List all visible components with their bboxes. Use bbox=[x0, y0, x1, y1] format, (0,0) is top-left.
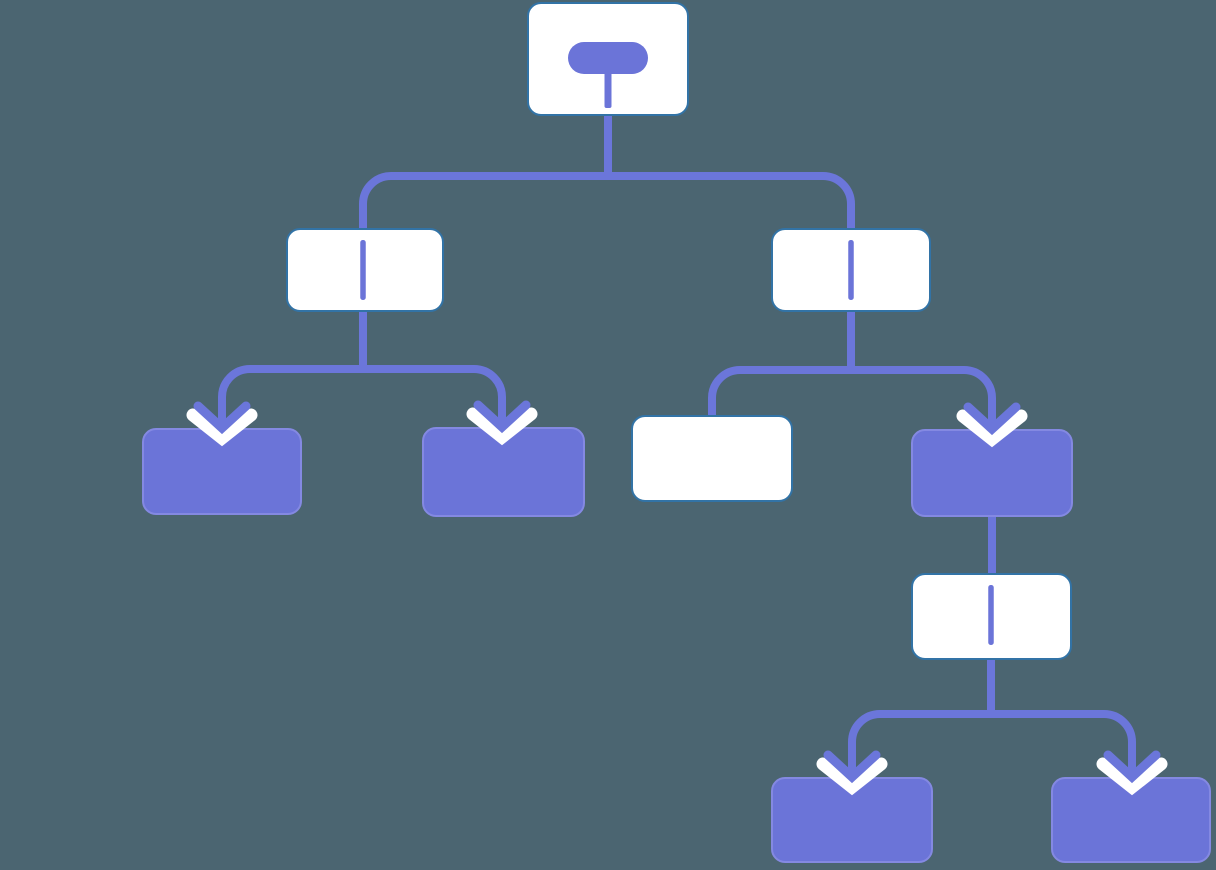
double-chevron-down-icon bbox=[1103, 750, 1161, 784]
double-chevron-down-icon bbox=[816, 757, 888, 796]
edge-branch-left-leaf-2 bbox=[359, 310, 506, 425]
double-chevron-down-icon bbox=[473, 400, 531, 434]
double-chevron-down-icon bbox=[1096, 757, 1168, 796]
pill-stem-line bbox=[604, 72, 612, 108]
edge-branch-bottom-leaf-4 bbox=[987, 658, 1136, 775]
double-chevron-down-icon bbox=[956, 409, 1028, 448]
node-child-white[interactable] bbox=[631, 415, 793, 502]
divider-line bbox=[360, 240, 366, 300]
edge-branch-bottom-leaf-3 bbox=[848, 658, 995, 775]
divider-line bbox=[848, 240, 854, 300]
double-chevron-down-icon bbox=[193, 401, 251, 435]
edge-branch-left-leaf-1 bbox=[218, 310, 367, 426]
edge-branch-right-child-purple bbox=[847, 310, 996, 427]
divider-line bbox=[988, 585, 994, 645]
edge-root-branch-left bbox=[359, 113, 612, 230]
double-chevron-down-icon bbox=[186, 408, 258, 447]
double-chevron-down-icon bbox=[466, 407, 538, 446]
double-chevron-down-icon bbox=[963, 402, 1021, 436]
start-pill-icon bbox=[568, 42, 648, 74]
edge-branch-right-child-white bbox=[708, 310, 855, 418]
double-chevron-down-icon bbox=[823, 750, 881, 784]
edge-root-branch-right bbox=[604, 113, 855, 230]
